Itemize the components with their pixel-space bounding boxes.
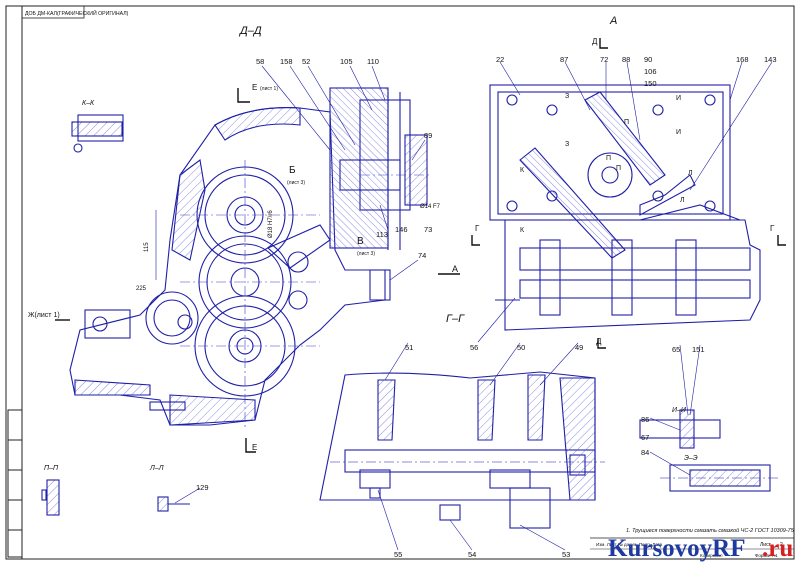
- callout-158: 158: [280, 57, 293, 66]
- dim-225: 225: [136, 286, 147, 292]
- title-a: А: [609, 15, 617, 27]
- technical-note: 1. Трущиеся поверхности смазать смазкой …: [626, 527, 795, 534]
- section-arrows: [55, 38, 786, 453]
- callout-87: 87: [560, 55, 568, 64]
- callout-54: 54: [468, 550, 476, 559]
- title-ll: Л–Л: [149, 465, 164, 472]
- title-block: Изм. Лист № докум. Подп. Дата Лист 2 Коп…: [590, 537, 794, 558]
- view-titles: Д–Д А Г–Г К–К П–П Л–Л И–И Э–Э: [44, 15, 698, 472]
- mark-k1: К: [520, 167, 525, 174]
- view-gg: [319, 371, 605, 529]
- mark-z2: З: [565, 141, 569, 148]
- stamp-box: ДОБ ДМ-КАЛ(ГРАФИЧЕСКИЙ ОРИГИНАЛ): [21, 5, 129, 19]
- view-ii: [639, 409, 721, 449]
- mark-v-note: (лист 3): [357, 251, 375, 257]
- callout-74: 74: [418, 251, 426, 260]
- view-a: [489, 84, 761, 331]
- callout-86: 86: [641, 415, 649, 424]
- mark-d-bottom: Д: [596, 337, 602, 346]
- view-ee: [660, 464, 780, 492]
- mark-g-right: Г: [770, 224, 775, 233]
- stamp-text: ДОБ ДМ-КАЛ(ГРАФИЧЕСКИЙ ОРИГИНАЛ): [25, 9, 129, 17]
- mark-a-arrow: А: [452, 264, 458, 274]
- mark-b-note: (лист 3): [287, 180, 305, 186]
- callout-22: 22: [496, 55, 504, 64]
- callout-53: 53: [562, 550, 570, 559]
- title-kk: К–К: [82, 100, 95, 107]
- callout-150: 150: [644, 79, 657, 88]
- callout-106: 106: [644, 67, 657, 76]
- dim-d18: Ø18 H7/r6: [268, 210, 274, 238]
- dim-d14: Ø14 F7: [420, 204, 441, 210]
- site-watermark: KursovoyRF .ru: [608, 535, 793, 562]
- title-ee: Э–Э: [684, 455, 698, 462]
- callout-67: 67: [641, 433, 649, 442]
- watermark-main: KursovoyRF: [608, 535, 746, 562]
- callout-113: 113: [376, 230, 388, 239]
- callout-56: 56: [470, 343, 478, 352]
- view-pp: [41, 479, 60, 516]
- mark-p3: П: [616, 165, 621, 172]
- copied-by: Копировал: [700, 553, 723, 558]
- mark-i2: И: [676, 129, 681, 136]
- mark-e-bottom: Е: [252, 443, 257, 452]
- mark-e-top: Е: [252, 83, 257, 92]
- mark-p1: П: [624, 119, 629, 126]
- callout-65: 65: [672, 345, 680, 354]
- mark-k2: К: [520, 227, 525, 234]
- mark-i1: И: [676, 95, 681, 102]
- view-ll: [157, 496, 190, 512]
- callout-numbers: 58 158 52 105 110 89 113 146 73 74 22 87…: [196, 55, 777, 559]
- title-dd: Д–Д: [238, 25, 262, 37]
- title-ii: И–И: [672, 407, 687, 414]
- mark-b: Б: [289, 165, 296, 176]
- title-pp: П–П: [44, 465, 59, 472]
- callout-72: 72: [600, 55, 608, 64]
- mark-v: В: [357, 236, 364, 247]
- callout-49: 49: [575, 343, 583, 352]
- mark-zh: Ж(лист 1): [28, 312, 60, 319]
- callout-55: 55: [394, 550, 402, 559]
- callout-105: 105: [340, 57, 353, 66]
- format-label: Формат А1: [755, 553, 778, 558]
- callout-52: 52: [302, 57, 310, 66]
- title-gg: Г–Г: [446, 313, 465, 325]
- title-block-columns: Изм. Лист № докум. Подп. Дата: [596, 542, 663, 547]
- callout-73: 73: [424, 225, 432, 234]
- mark-l1: Л: [680, 197, 685, 204]
- callout-58: 58: [256, 57, 264, 66]
- watermark-suffix: .ru: [762, 535, 793, 562]
- section-marks: Б (лист 3) В (лист 3) Е (лист 1) Е Ж(лис…: [28, 37, 775, 452]
- mark-d-top: Д: [592, 37, 598, 46]
- sheet-label: Лист: [760, 542, 772, 548]
- callout-143: 143: [764, 55, 777, 64]
- callout-90: 90: [644, 55, 652, 64]
- centerlines: [180, 160, 430, 430]
- sheet-frame: [5, 5, 795, 560]
- sheet-number: 2: [780, 542, 783, 548]
- mark-p2: П: [606, 155, 611, 162]
- callout-146: 146: [395, 225, 408, 234]
- callout-84: 84: [641, 448, 649, 457]
- callout-89: 89: [424, 131, 432, 140]
- callout-129: 129: [196, 483, 209, 492]
- dim-115: 115: [144, 242, 150, 252]
- callout-51: 51: [405, 343, 413, 352]
- callout-110: 110: [367, 57, 379, 66]
- mark-g-left: Г: [475, 224, 480, 233]
- view-kk: [71, 114, 124, 153]
- callout-50: 50: [517, 343, 525, 352]
- callout-168: 168: [736, 55, 749, 64]
- callout-88: 88: [622, 55, 630, 64]
- dimensions: 115 225 Ø18 H7/r6 Ø14 F7: [136, 204, 441, 292]
- callout-151: 151: [692, 345, 705, 354]
- mark-l2: Л: [688, 170, 693, 177]
- mark-e-top-note: (лист 1): [260, 86, 278, 92]
- leader-lines: [174, 61, 773, 551]
- mark-z1: З: [565, 93, 569, 100]
